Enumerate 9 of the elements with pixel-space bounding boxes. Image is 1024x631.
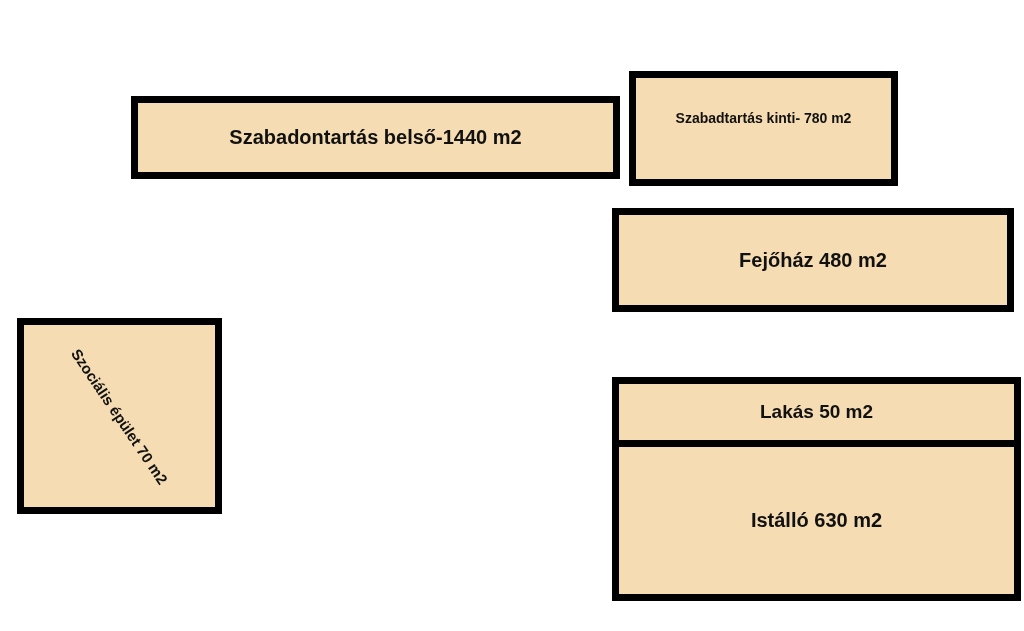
area-label: Szabadontartás belső-1440 m2 (229, 126, 522, 149)
floor-plan-area (131, 96, 620, 179)
area-label: Istálló 630 m2 (750, 509, 883, 532)
area-label: Szabadtartás kinti- 780 m2 (675, 110, 852, 126)
floor-plan-area (629, 71, 898, 186)
area-label: Lakás 50 m2 (760, 401, 873, 423)
area-label: Fejőház 480 m2 (739, 248, 887, 272)
floor-plan-area (612, 208, 1014, 312)
floor-plan-area (17, 318, 222, 514)
